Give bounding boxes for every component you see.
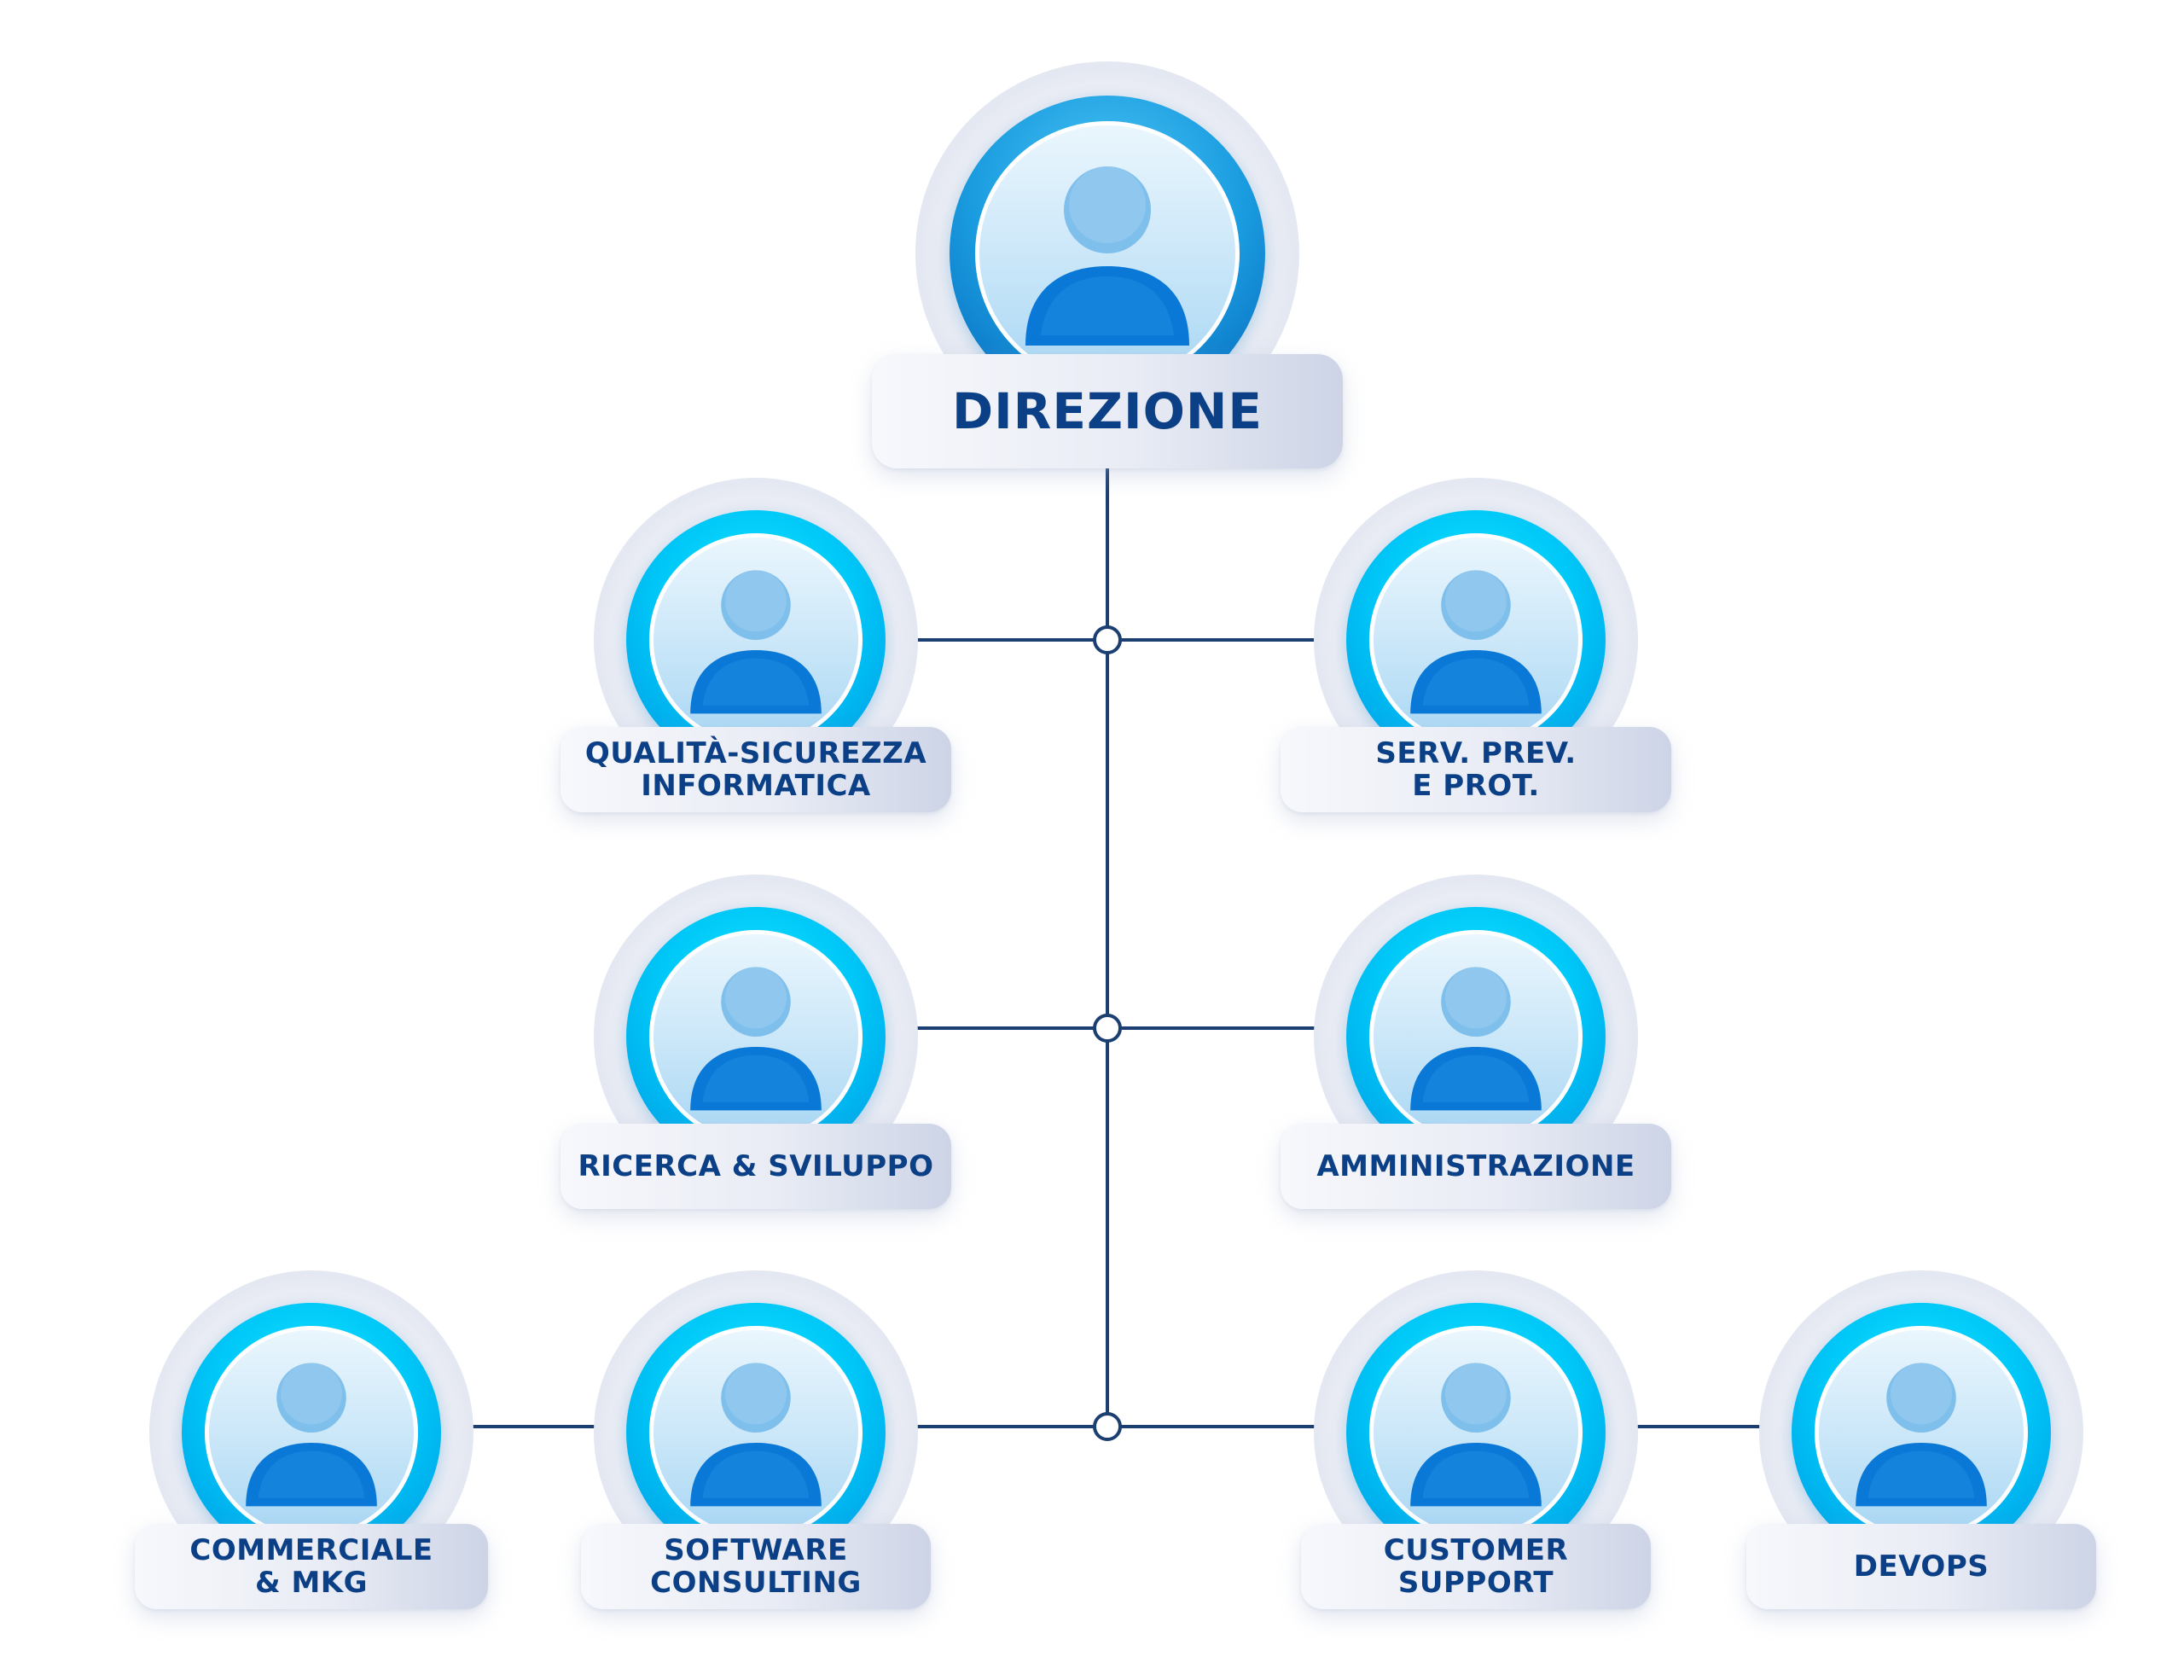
avatar: [1369, 930, 1583, 1143]
user-icon: [690, 570, 822, 714]
avatar: [649, 930, 863, 1143]
node-label-direzione: DIREZIONE: [872, 354, 1343, 468]
user-icon: [1410, 570, 1542, 714]
node-qualita-sicurezza: QUALITÀ-SICUREZZA INFORMATICA: [561, 478, 951, 812]
node-label-software-consulting: SOFTWARE CONSULTING: [581, 1524, 931, 1609]
junction-dot-2: [1093, 1014, 1122, 1043]
avatar: [1815, 1326, 2028, 1539]
node-label-devops: DEVOPS: [1746, 1524, 2096, 1609]
node-devops: DEVOPS: [1746, 1270, 2096, 1609]
node-direzione: DIREZIONE: [872, 61, 1343, 468]
node-customer-support: CUSTOMER SUPPORT: [1301, 1270, 1651, 1609]
user-icon: [246, 1363, 377, 1507]
junction-dot-3: [1093, 1412, 1122, 1441]
user-icon: [1856, 1363, 1987, 1507]
node-label-amministrazione: AMMINISTRAZIONE: [1281, 1124, 1671, 1209]
node-serv-prev: SERV. PREV. E PROT.: [1281, 478, 1671, 812]
junction-dot-1: [1093, 625, 1122, 654]
node-label-serv-prev: SERV. PREV. E PROT.: [1281, 727, 1671, 812]
avatar: [1369, 1326, 1583, 1539]
user-icon: [690, 1363, 822, 1507]
node-commerciale-mkg: COMMERCIALE & MKG: [135, 1270, 488, 1609]
node-label-ricerca-sviluppo: RICERCA & SVILUPPO: [561, 1124, 951, 1209]
node-amministrazione: AMMINISTRAZIONE: [1281, 875, 1671, 1209]
node-ricerca-sviluppo: RICERCA & SVILUPPO: [561, 875, 951, 1209]
avatar: [649, 1326, 863, 1539]
node-label-commerciale-mkg: COMMERCIALE & MKG: [135, 1524, 488, 1609]
avatar: [1369, 533, 1583, 747]
node-software-consulting: SOFTWARE CONSULTING: [581, 1270, 931, 1609]
node-label-customer-support: CUSTOMER SUPPORT: [1301, 1524, 1651, 1609]
user-icon: [1025, 166, 1189, 346]
avatar: [975, 121, 1240, 386]
avatar: [205, 1326, 418, 1539]
user-icon: [690, 967, 822, 1111]
user-icon: [1410, 967, 1542, 1111]
node-label-qualita-sicurezza: QUALITÀ-SICUREZZA INFORMATICA: [561, 727, 951, 812]
user-icon: [1410, 1363, 1542, 1507]
avatar: [649, 533, 863, 747]
